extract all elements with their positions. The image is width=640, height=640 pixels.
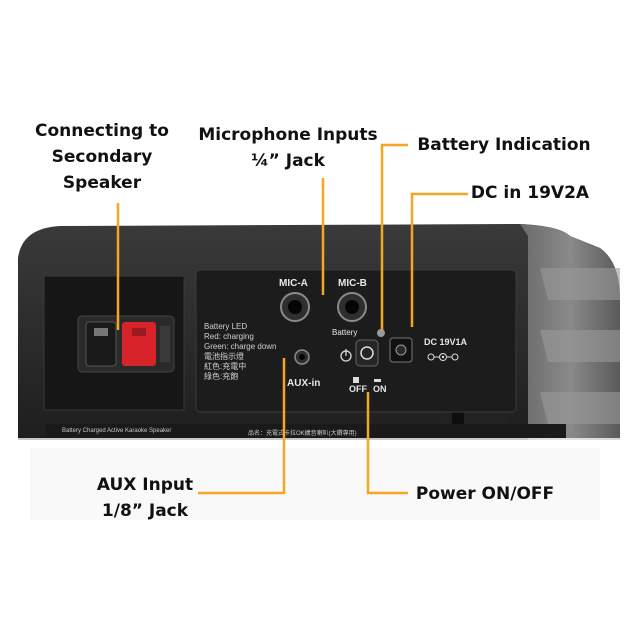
terminal-black[interactable]	[85, 321, 117, 367]
callout-aux-input: AUX Input 1/8” Jack	[96, 475, 194, 521]
off-label: OFF	[349, 384, 367, 394]
callout-battery-indication: Battery Indication	[417, 135, 591, 155]
label-strip	[46, 424, 566, 438]
battery-label: Battery	[332, 328, 358, 337]
callout-secondary-speaker: Connecting to Secondary Speaker	[35, 121, 169, 193]
product-name-cn: 品名：充電式卡拉OK擴音喇叭(大鑽專用)	[248, 431, 357, 437]
callout-microphone-inputs: Microphone Inputs ¼” Jack	[198, 125, 378, 171]
mic-a-label: MIC-A	[279, 278, 308, 289]
on-label: ON	[373, 384, 387, 394]
terminal-red[interactable]	[122, 322, 156, 366]
battery-led-legend: Battery LED Red: charging Green: charge …	[204, 322, 277, 381]
control-panel	[195, 269, 517, 413]
power-button[interactable]	[355, 339, 379, 367]
callout-dc-in: DC in 19V2A	[470, 183, 590, 203]
reflection-fade	[0, 438, 640, 528]
mic-b-label: MIC-B	[338, 278, 367, 289]
product-name-en: Battery Charged Active Karaoke Speaker	[62, 428, 172, 434]
battery-led	[377, 329, 385, 337]
leader-lines	[116, 143, 468, 495]
aux-label: AUX-in	[287, 378, 321, 389]
callout-power: Power ON/OFF	[415, 484, 555, 504]
terminal-recess	[43, 275, 185, 411]
dc-label: DC 19V1A	[424, 337, 468, 347]
